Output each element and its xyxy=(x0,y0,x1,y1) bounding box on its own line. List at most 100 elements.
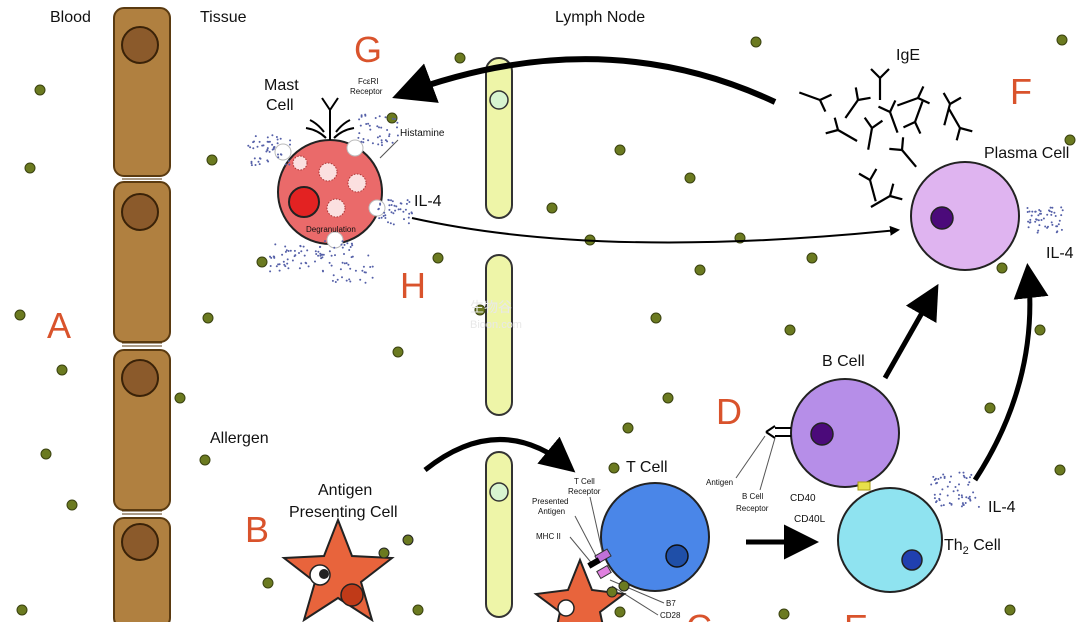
speck xyxy=(274,243,277,246)
fceri-receptor-icon xyxy=(305,97,355,140)
speck xyxy=(1037,229,1040,232)
speck xyxy=(384,217,387,219)
speck xyxy=(394,118,397,121)
speck xyxy=(346,242,349,245)
step-letter-a: A xyxy=(47,305,71,346)
speck xyxy=(277,153,279,156)
speck xyxy=(271,143,274,146)
speck xyxy=(284,163,287,166)
speck xyxy=(948,502,951,505)
ige-antibody-icon xyxy=(858,168,878,202)
speck xyxy=(261,144,264,147)
ige-antibody-icon xyxy=(870,183,903,208)
b-cell-label: B Cell xyxy=(822,353,865,370)
speck xyxy=(1029,218,1032,221)
speck xyxy=(1026,211,1029,213)
speck xyxy=(272,148,275,150)
speck xyxy=(977,505,980,508)
mast-cell: Degranulation xyxy=(274,97,386,249)
speck xyxy=(317,250,320,253)
b-cell-receptor-label-line2: Receptor xyxy=(736,504,769,513)
speck xyxy=(404,208,407,211)
speck xyxy=(358,132,361,135)
speck xyxy=(364,271,367,274)
speck xyxy=(343,262,346,265)
speck xyxy=(369,266,372,268)
speck xyxy=(360,140,363,143)
speck xyxy=(328,250,331,253)
speck xyxy=(360,115,363,118)
speck xyxy=(383,211,386,214)
allergen-dot xyxy=(202,312,214,324)
speck xyxy=(300,250,303,253)
speck xyxy=(298,267,301,270)
allergen-dot xyxy=(34,84,46,96)
allergen-dot xyxy=(546,202,558,214)
speck xyxy=(293,249,296,252)
speck xyxy=(279,137,282,140)
speck xyxy=(388,133,391,136)
speck xyxy=(932,475,935,478)
speck xyxy=(341,240,344,243)
step-letter-f: F xyxy=(1010,71,1032,112)
step-letter-h: H xyxy=(400,265,426,306)
speck xyxy=(386,129,389,131)
allergen-dot xyxy=(206,154,218,166)
speck xyxy=(278,269,281,272)
speck xyxy=(256,145,259,148)
speck xyxy=(936,481,938,484)
watermark-line1: 生物谷 xyxy=(470,299,512,315)
speck xyxy=(287,160,290,163)
speck xyxy=(258,157,261,160)
speck xyxy=(956,489,959,492)
speck xyxy=(343,253,345,255)
speck xyxy=(387,221,389,224)
speck xyxy=(349,246,352,248)
allergen-dot xyxy=(806,252,818,264)
allergen-dot xyxy=(56,364,68,376)
allergen-dot xyxy=(454,52,466,64)
speck xyxy=(371,265,374,268)
speck xyxy=(952,490,955,493)
antigen-label: Antigen xyxy=(706,478,733,487)
speck xyxy=(1037,219,1040,222)
speck xyxy=(283,263,286,266)
speck xyxy=(408,212,411,215)
speck xyxy=(361,269,364,272)
speck xyxy=(367,139,370,142)
speck xyxy=(1034,210,1037,213)
speck xyxy=(276,142,279,145)
speck xyxy=(317,254,320,257)
antigen-presenting-cell xyxy=(281,517,414,622)
lymph-vessels xyxy=(485,57,513,618)
allergen-dot xyxy=(262,577,274,589)
speck xyxy=(1051,206,1054,209)
speck xyxy=(394,209,397,212)
speck xyxy=(940,504,943,507)
speck xyxy=(1049,206,1052,209)
speck xyxy=(408,201,411,203)
speck xyxy=(279,153,282,156)
allergen-dot xyxy=(784,324,796,336)
speck xyxy=(354,269,357,272)
allergen-dot xyxy=(1034,324,1046,336)
speck xyxy=(1046,213,1049,216)
speck xyxy=(1058,219,1061,222)
speck xyxy=(1037,214,1040,217)
allergen-dot xyxy=(174,392,186,404)
speck xyxy=(275,136,278,138)
speck xyxy=(272,255,275,258)
speck xyxy=(250,160,253,163)
allergen-dot xyxy=(614,144,626,156)
speck xyxy=(946,494,949,497)
speck xyxy=(330,254,333,257)
speck xyxy=(349,267,352,270)
speck xyxy=(269,270,272,273)
speck xyxy=(407,216,410,219)
il4-th2-label: IL-4 xyxy=(988,499,1016,516)
speck xyxy=(319,254,322,257)
allergen-dot xyxy=(256,256,268,268)
speck xyxy=(320,257,323,260)
allergen-dot xyxy=(996,262,1008,274)
